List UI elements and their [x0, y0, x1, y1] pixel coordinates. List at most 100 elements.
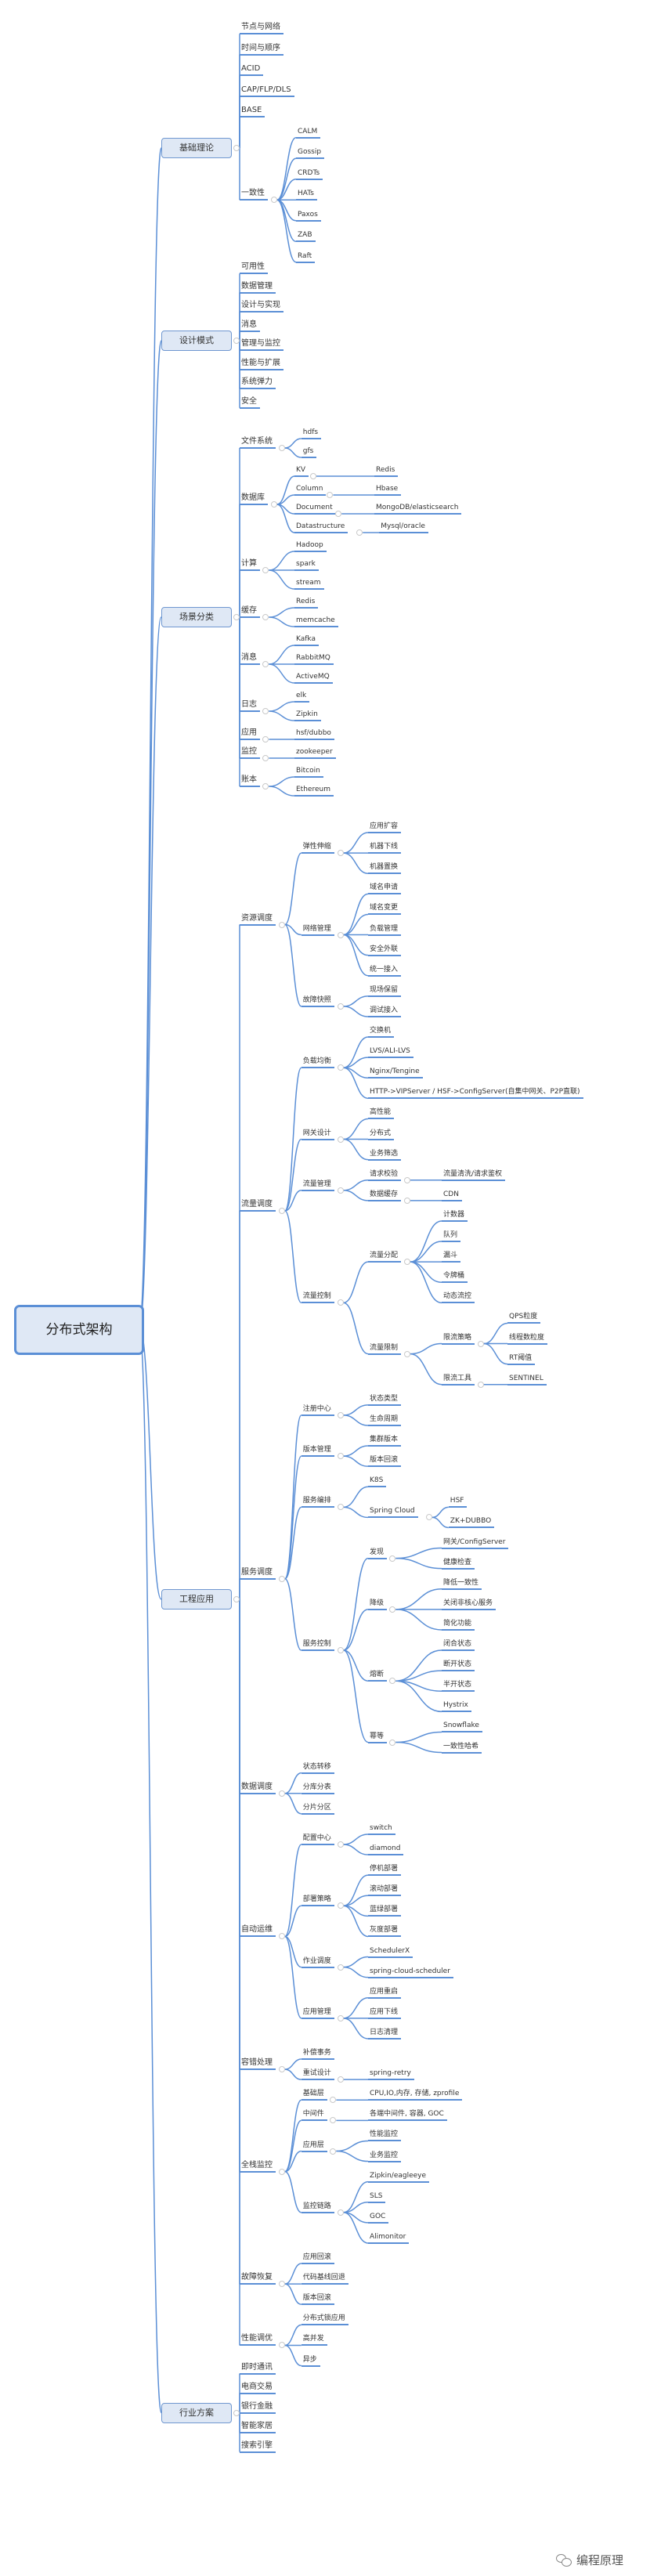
mindmap-node[interactable]: 线程数粒度	[507, 1332, 548, 1345]
mindmap-node[interactable]: Zipkin/eagleeye	[368, 2170, 430, 2183]
mindmap-node[interactable]: 请求校验	[368, 1169, 402, 1181]
mindmap-node[interactable]: 数据管理	[240, 281, 276, 294]
mindmap-node[interactable]: ACID	[240, 63, 264, 77]
collapse-toggle-icon[interactable]	[233, 614, 240, 620]
mindmap-node[interactable]: K8S	[368, 1475, 387, 1488]
mindmap-node[interactable]: Snowflake	[442, 1720, 482, 1733]
collapse-toggle-icon[interactable]	[337, 2076, 344, 2083]
mindmap-node[interactable]: 分库分表	[301, 1782, 334, 1794]
mindmap-node[interactable]: RabbitMQ	[294, 652, 334, 665]
mindmap-node[interactable]: 应用层	[301, 2140, 327, 2152]
mindmap-node[interactable]: 各端中间件, 容器, GOC	[368, 2108, 447, 2122]
root-node[interactable]: 分布式架构	[14, 1305, 144, 1355]
collapse-toggle-icon[interactable]	[278, 1575, 285, 1582]
mindmap-node[interactable]: 健康检查	[442, 1557, 475, 1570]
mindmap-node[interactable]: 资源调度	[240, 913, 276, 926]
mindmap-node[interactable]: 应用	[240, 728, 260, 740]
mindmap-node[interactable]: 蓝绿部署	[368, 1904, 402, 1917]
mindmap-node[interactable]: HTTP->VIPServer / HSF->ConfigServer(自集中网…	[368, 1086, 583, 1100]
mindmap-node[interactable]: 设计与实现	[240, 300, 283, 313]
mindmap-node[interactable]: 安全外联	[368, 944, 402, 956]
mindmap-node[interactable]: 节点与网络	[240, 22, 283, 35]
collapse-toggle-icon[interactable]	[337, 931, 344, 938]
mindmap-node[interactable]: diamond	[368, 1843, 404, 1856]
mindmap-node[interactable]: memcache	[294, 615, 338, 627]
mindmap-node[interactable]: 版本回滚	[301, 2292, 334, 2306]
mindmap-node[interactable]: switch	[368, 1823, 395, 1835]
collapse-toggle-icon[interactable]	[335, 511, 342, 517]
mindmap-node[interactable]: 补偿事务	[301, 2047, 334, 2061]
mindmap-node[interactable]: KV	[294, 464, 309, 477]
collapse-toggle-icon[interactable]	[477, 1381, 484, 1388]
mindmap-node[interactable]: 服务编排	[301, 1495, 334, 1508]
collapse-toggle-icon[interactable]	[278, 2281, 285, 2288]
mindmap-node[interactable]: 时间与顺序	[240, 43, 283, 56]
mindmap-node[interactable]: 应用扩容	[368, 821, 402, 834]
mindmap-node[interactable]: MongoDB/elasticsearch	[374, 502, 462, 515]
mindmap-node[interactable]: 统一接入	[368, 964, 402, 977]
collapse-toggle-icon[interactable]	[337, 1647, 344, 1654]
collapse-toggle-icon[interactable]	[337, 1841, 344, 1848]
mindmap-node[interactable]: 幂等	[368, 1731, 388, 1743]
collapse-toggle-icon[interactable]	[337, 1504, 344, 1511]
collapse-toggle-icon[interactable]	[262, 755, 269, 761]
mindmap-node[interactable]: 即时通讯	[240, 2362, 276, 2375]
mindmap-node[interactable]: 流量清洗/请求鉴权	[442, 1169, 506, 1181]
mindmap-node[interactable]: 状态类型	[368, 1393, 402, 1406]
mindmap-node[interactable]: 服务调度	[240, 1567, 276, 1580]
mindmap-node[interactable]: 账本	[240, 775, 260, 787]
mindmap-node[interactable]: 管理与监控	[240, 338, 283, 352]
mindmap-node[interactable]: SchedulerX	[368, 1946, 413, 1958]
mindmap-node[interactable]: 文件系统	[240, 436, 276, 449]
mindmap-node[interactable]: 机器下线	[368, 841, 402, 854]
collapse-toggle-icon[interactable]	[270, 197, 277, 204]
collapse-toggle-icon[interactable]	[337, 2014, 344, 2021]
mindmap-node[interactable]: 基础层	[301, 2088, 327, 2101]
mindmap-node[interactable]: LVS/ALI-LVS	[368, 1046, 413, 1059]
section-node[interactable]: 工程应用	[161, 1588, 232, 1610]
mindmap-node[interactable]: HATs	[296, 188, 317, 201]
mindmap-node[interactable]: Redis	[294, 596, 319, 609]
mindmap-node[interactable]: 队列	[442, 1230, 461, 1243]
mindmap-node[interactable]: 业务筛选	[368, 1148, 402, 1161]
mindmap-node[interactable]: 安全	[240, 396, 260, 409]
mindmap-node[interactable]: 闭合状态	[442, 1638, 475, 1652]
collapse-toggle-icon[interactable]	[278, 2342, 285, 2349]
mindmap-node[interactable]: gfs	[301, 446, 317, 458]
mindmap-node[interactable]: 一致性哈希	[442, 1741, 482, 1754]
mindmap-node[interactable]: 数据库	[240, 493, 268, 505]
mindmap-node[interactable]: 性能调优	[240, 2333, 276, 2347]
mindmap-node[interactable]: 限流工具	[442, 1373, 475, 1386]
mindmap-node[interactable]: 搜索引擎	[240, 2441, 276, 2453]
collapse-toggle-icon[interactable]	[278, 1933, 285, 1940]
mindmap-node[interactable]: CRDTs	[296, 168, 323, 180]
mindmap-node[interactable]: 漏斗	[442, 1250, 461, 1263]
mindmap-node[interactable]: 计数器	[442, 1209, 468, 1222]
mindmap-node[interactable]: 消息	[240, 320, 260, 332]
mindmap-node[interactable]: RT阈值	[507, 1353, 536, 1365]
collapse-toggle-icon[interactable]	[233, 145, 240, 151]
collapse-toggle-icon[interactable]	[477, 1340, 484, 1347]
mindmap-node[interactable]: 负载管理	[368, 923, 402, 936]
mindmap-node[interactable]: stream	[294, 577, 324, 590]
mindmap-node[interactable]: 动态流控	[442, 1291, 475, 1304]
mindmap-node[interactable]: CPU,IO,内存, 存储, zprofile	[368, 2088, 463, 2101]
mindmap-node[interactable]: 流量限制	[368, 1342, 402, 1355]
mindmap-node[interactable]: Hystrix	[442, 1700, 471, 1713]
mindmap-node[interactable]: 部署策略	[301, 1894, 334, 1907]
collapse-toggle-icon[interactable]	[425, 1514, 432, 1521]
mindmap-node[interactable]: 配置中心	[301, 1833, 334, 1845]
mindmap-node[interactable]: 日志清理	[368, 2027, 402, 2039]
collapse-toggle-icon[interactable]	[337, 1453, 344, 1460]
mindmap-node[interactable]: SENTINEL	[507, 1373, 547, 1386]
collapse-toggle-icon[interactable]	[262, 661, 269, 667]
collapse-toggle-icon[interactable]	[337, 1187, 344, 1194]
mindmap-node[interactable]: hdfs	[301, 427, 322, 439]
collapse-toggle-icon[interactable]	[403, 1259, 410, 1266]
collapse-toggle-icon[interactable]	[337, 1902, 344, 1909]
collapse-toggle-icon[interactable]	[389, 1606, 396, 1613]
mindmap-node[interactable]: hsf/dubbo	[294, 728, 334, 740]
mindmap-node[interactable]: 灰度部署	[368, 1924, 402, 1938]
mindmap-node[interactable]: 降级	[368, 1598, 388, 1610]
mindmap-node[interactable]: 集群版本	[368, 1434, 402, 1447]
